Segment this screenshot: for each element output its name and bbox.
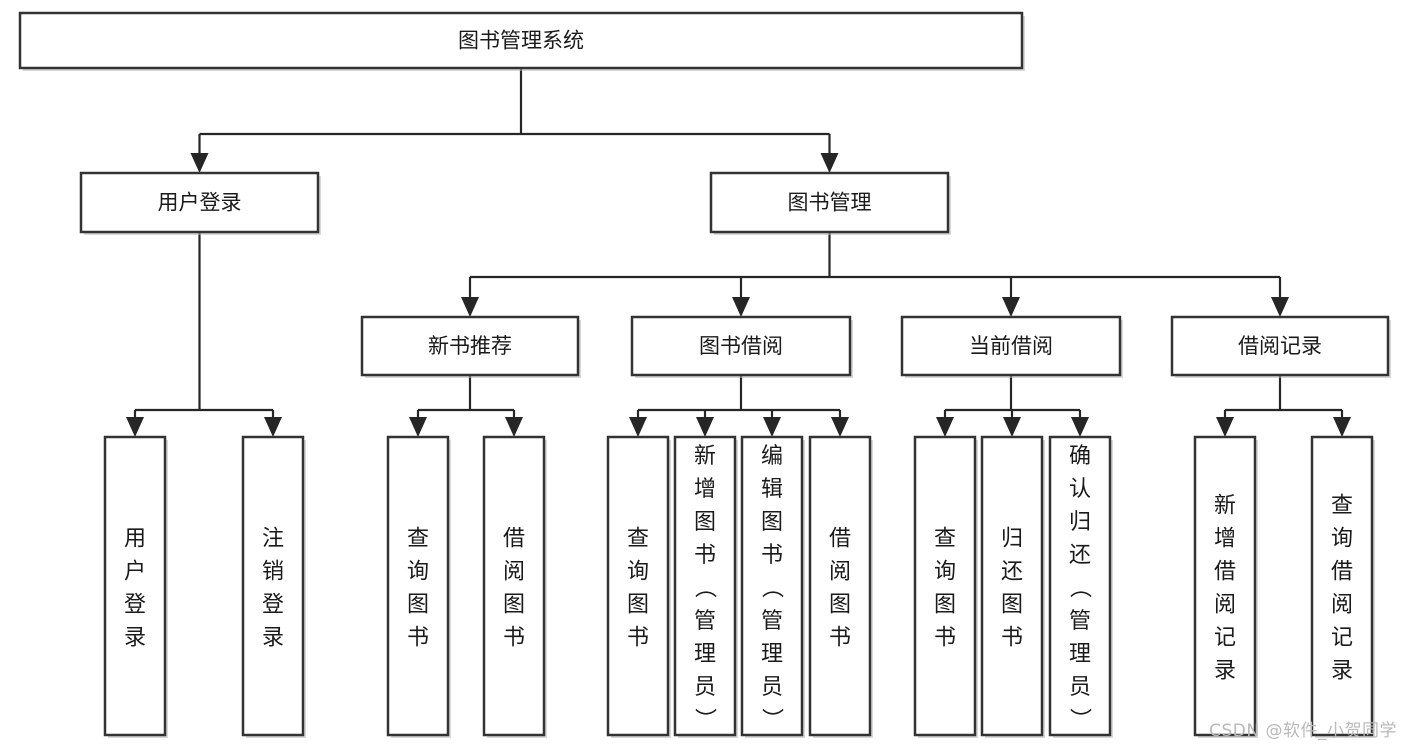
connector-group-book-manage — [461, 232, 1289, 317]
node-label: 用户登录 — [158, 191, 242, 215]
node-label: 图书管理系统 — [458, 29, 584, 53]
connector-group-book-borrow — [629, 375, 849, 437]
node-rect[interactable] — [808, 435, 872, 737]
arrow-head-icon — [696, 417, 714, 437]
node-leaf-query-book-cur[interactable]: 查询图书 — [913, 435, 978, 738]
node-borrow-record[interactable]: 借阅记录 — [1170, 315, 1391, 378]
arrow-head-icon — [1216, 417, 1234, 437]
node-label: 图书借阅 — [699, 334, 783, 358]
node-rect[interactable] — [482, 435, 546, 737]
node-rect[interactable] — [740, 435, 804, 737]
node-leaf-user-login[interactable]: 用户登录 — [103, 435, 168, 738]
node-leaf-add-borrow-record[interactable]: 新增借阅记录 — [1193, 435, 1258, 738]
node-leaf-borrow-book[interactable]: 借阅图书 — [808, 435, 873, 738]
node-rect[interactable] — [980, 435, 1044, 737]
node-layer: 图书管理系统用户登录图书管理新书推荐图书借阅当前借阅借阅记录用户登录注销登录查询… — [18, 11, 1391, 738]
node-leaf-add-book-admin[interactable]: 新增图书（管理员） — [673, 435, 738, 738]
arrow-head-icon — [820, 153, 839, 173]
node-label: 用户登录 — [124, 527, 146, 651]
node-rect[interactable] — [913, 435, 977, 737]
node-book-borrow[interactable]: 图书借阅 — [630, 315, 853, 378]
node-leaf-borrow-book-rec[interactable]: 借阅图书 — [482, 435, 547, 738]
node-label: 查询图书 — [934, 527, 956, 651]
node-label: 借阅图书 — [503, 527, 525, 651]
arrow-head-icon — [1271, 297, 1289, 317]
node-rect[interactable] — [79, 171, 320, 234]
node-rect[interactable] — [709, 171, 950, 234]
node-label: 新增图书（管理员） — [694, 444, 717, 733]
arrow-head-icon — [264, 417, 282, 437]
node-label: 确认归还（管理员） — [1069, 444, 1092, 733]
node-rect[interactable] — [673, 435, 737, 737]
node-label: 新书推荐 — [428, 334, 512, 358]
node-rect[interactable] — [900, 315, 1122, 377]
node-leaf-return-book[interactable]: 归还图书 — [980, 435, 1045, 738]
node-label: 查询图书 — [407, 527, 429, 651]
node-current-borrow[interactable]: 当前借阅 — [900, 315, 1123, 378]
arrow-head-icon — [1071, 417, 1089, 437]
connector-layer — [126, 68, 1351, 437]
arrow-head-icon — [732, 297, 750, 317]
node-leaf-confirm-return-admin[interactable]: 确认归还（管理员） — [1048, 435, 1113, 738]
connector-group-current-borrow — [936, 375, 1089, 437]
node-rect[interactable] — [241, 435, 305, 737]
node-rect[interactable] — [1193, 435, 1257, 737]
arrow-head-icon — [505, 417, 523, 437]
connector-group-borrow-record — [1216, 375, 1351, 437]
node-label: 归还图书 — [1001, 527, 1023, 651]
arrow-head-icon — [190, 153, 209, 173]
node-rect[interactable] — [1048, 435, 1112, 737]
node-leaf-edit-book-admin[interactable]: 编辑图书（管理员） — [740, 435, 805, 738]
node-leaf-query-book-rec[interactable]: 查询图书 — [386, 435, 451, 738]
arrow-head-icon — [461, 297, 479, 317]
node-leaf-query-borrow-record[interactable]: 查询借阅记录 — [1310, 435, 1375, 738]
node-rect[interactable] — [18, 11, 1024, 70]
node-label: 借阅记录 — [1238, 334, 1322, 358]
node-rect[interactable] — [103, 435, 167, 737]
csdn-watermark: CSDN @软件_小贺同学 — [1209, 721, 1397, 741]
node-label: 当前借阅 — [969, 334, 1053, 358]
node-book-manage[interactable]: 图书管理 — [709, 171, 951, 235]
arrow-head-icon — [936, 417, 954, 437]
node-rect[interactable] — [360, 315, 580, 377]
connector-group-root — [190, 68, 839, 173]
arrow-head-icon — [1333, 417, 1351, 437]
connector-group-new-book-recommend — [409, 375, 523, 437]
node-label: 编辑图书（管理员） — [761, 444, 784, 733]
node-label: 借阅图书 — [829, 527, 851, 651]
node-leaf-query-book-borrow[interactable]: 查询图书 — [606, 435, 671, 738]
node-user-login[interactable]: 用户登录 — [79, 171, 321, 235]
arrow-head-icon — [1002, 297, 1020, 317]
arrow-head-icon — [831, 417, 849, 437]
node-label: 查询借阅记录 — [1331, 494, 1353, 684]
arrow-head-icon — [629, 417, 647, 437]
node-label: 注销登录 — [262, 527, 284, 651]
node-rect[interactable] — [1170, 315, 1390, 377]
connector-group-user-login — [126, 232, 282, 437]
node-rect[interactable] — [630, 315, 852, 377]
node-label: 新增借阅记录 — [1214, 494, 1236, 684]
node-rect[interactable] — [386, 435, 450, 737]
node-leaf-logout-login[interactable]: 注销登录 — [241, 435, 306, 738]
node-rect[interactable] — [1310, 435, 1374, 737]
node-label: 图书管理 — [788, 191, 872, 215]
node-root[interactable]: 图书管理系统 — [18, 11, 1025, 71]
arrow-head-icon — [1003, 417, 1021, 437]
node-rect[interactable] — [606, 435, 670, 737]
arrow-head-icon — [763, 417, 781, 437]
node-label: 查询图书 — [627, 527, 649, 651]
arrow-head-icon — [126, 417, 144, 437]
arrow-head-icon — [409, 417, 427, 437]
node-new-book-recommend[interactable]: 新书推荐 — [360, 315, 581, 378]
